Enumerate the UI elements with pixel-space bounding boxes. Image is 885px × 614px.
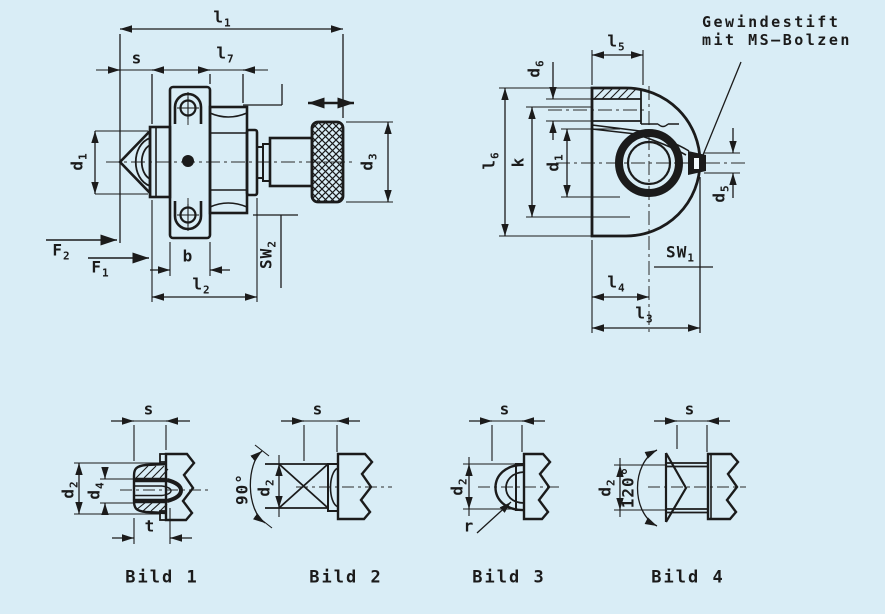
detail-bild-3: [463, 417, 560, 534]
dim-label-d1-front: d1: [543, 154, 566, 172]
bild4-part: [664, 452, 740, 523]
bore-ring: [615, 129, 683, 197]
clamp-slot: [592, 90, 642, 124]
bild3-dim-label-d2: d2: [447, 478, 470, 496]
screw-boss-bottom: [173, 201, 203, 231]
bild2-part: [265, 452, 374, 521]
side-view-dimensions: [46, 25, 393, 302]
bild1-dim-label-s: s: [143, 399, 155, 419]
dim-label-l1: l1: [213, 7, 231, 30]
dim-label-k: k: [508, 156, 528, 168]
front-view-part-outline: [590, 61, 742, 238]
detail-bild-4: [614, 417, 746, 527]
annotation-line-2: mit MS–Bolzen: [702, 31, 852, 49]
dim-label-f1: F1: [91, 257, 109, 280]
rear-collar: [245, 128, 259, 197]
dim-label-l4: l4: [607, 272, 625, 295]
bild2-dim-label-angle: 90°: [232, 473, 252, 505]
hex-body: [208, 105, 249, 215]
bild1-dim-label-d2: d2: [58, 481, 81, 499]
dim-label-d3: d3: [357, 153, 380, 171]
dim-label-l7: l7: [216, 43, 234, 66]
dim-label-s: s: [131, 48, 143, 68]
bild4-dim-label-d2: d2: [595, 479, 618, 497]
dim-label-l3: l3: [635, 303, 653, 326]
front-view-dimensions: [499, 50, 740, 333]
side-view-part-outline: [118, 85, 345, 240]
bild2-dim-label-s: s: [312, 399, 324, 419]
annotation-leader-line: [702, 61, 742, 156]
figure-caption-bild-3: Bild 3: [472, 567, 546, 588]
annotation-line-1: Gewindestift: [702, 13, 841, 31]
bild2-countersink-mark: [278, 463, 329, 509]
center-pin-dot: [182, 155, 194, 167]
bild4-dim-label-s: s: [684, 399, 696, 419]
side-view-drawing: [46, 25, 393, 302]
front-view-centerlines: [548, 86, 748, 334]
screw-boss-top: [173, 92, 203, 124]
bild1-dim-label-d4: d4: [84, 482, 107, 500]
figure-caption-bild-1: Bild 1: [125, 567, 199, 588]
bild3-dim-label-s: s: [499, 399, 511, 419]
bild2-plate: [336, 452, 374, 521]
bild1-dimensions: [74, 417, 192, 544]
bild4-dim-label-angle: 120°: [618, 465, 638, 509]
dim-label-f2: F2: [52, 240, 70, 263]
dim-label-l2: l2: [192, 274, 210, 297]
bild3-radius-leader: [476, 501, 512, 534]
bild3-dim-label-r: r: [463, 516, 475, 536]
bild4-plate: [706, 452, 740, 521]
bild1-threaded-bushing: [132, 462, 167, 515]
dim-label-l6: l6: [479, 152, 502, 170]
figure-caption-bild-2: Bild 2: [309, 567, 383, 588]
bild4-dimensions: [614, 417, 730, 527]
bild3-plate: [522, 452, 552, 521]
dim-label-sw1: SW1: [666, 242, 694, 265]
dim-label-sw2: SW2: [256, 241, 279, 269]
dim-label-l5: l5: [607, 31, 625, 54]
figure-caption-bild-4: Bild 4: [651, 567, 725, 588]
dim-label-b: b: [182, 246, 194, 266]
bild2-dimensions: [249, 417, 360, 529]
dim-label-d6: d6: [524, 60, 547, 78]
bild2-dim-label-d2: d2: [254, 479, 277, 497]
bild1-part: [132, 452, 196, 522]
dim-label-d1: d1: [67, 153, 90, 171]
detail-bild-1: [74, 417, 212, 544]
dim-label-d5: d5: [709, 185, 732, 203]
front-view-drawing: [499, 50, 748, 334]
bild3-dimensions: [463, 417, 545, 534]
detail-bild-2: [249, 417, 392, 529]
bild4-angle-arc: [637, 449, 658, 527]
knurled-knob: [310, 120, 345, 204]
set-screw-annotation: Gewindestift mit MS–Bolzen: [702, 13, 852, 49]
bild1-dim-label-t: t: [144, 516, 156, 536]
bild1-plate: [164, 452, 196, 522]
